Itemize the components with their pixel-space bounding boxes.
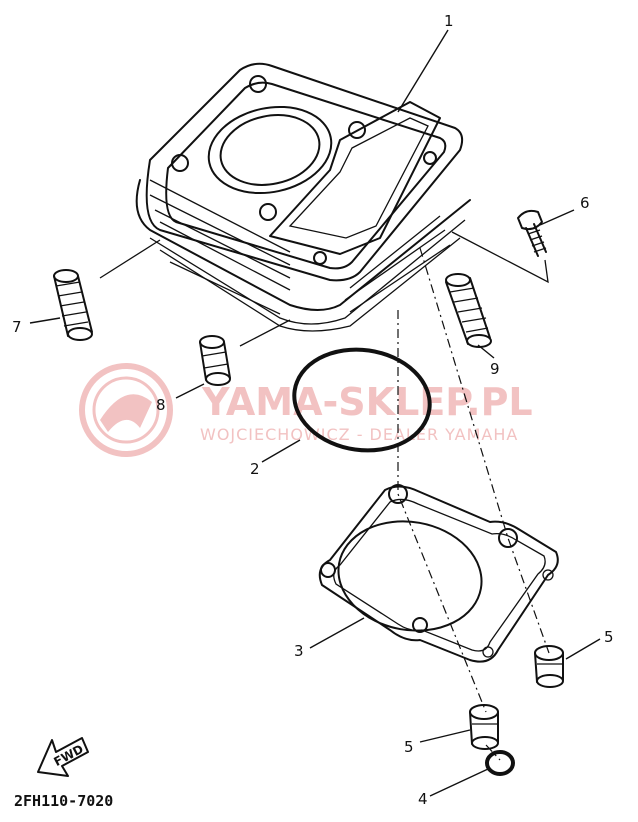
watermark: YAMA-SKLEP.PL WOJCIECHOWICZ - DEALER YAM… (79, 363, 533, 457)
dowel-5-bottom-part (469, 704, 499, 750)
callout-5-right: 5 (604, 628, 614, 646)
cylinder-block-part (135, 62, 471, 332)
dowel-5-right-part (534, 645, 564, 688)
leader-lines (29, 29, 601, 797)
assembly-lines (99, 231, 550, 761)
callout-9: 9 (490, 360, 500, 378)
callout-7: 7 (12, 318, 22, 336)
callout-5-bottom: 5 (404, 738, 414, 756)
o-ring-part (292, 347, 432, 453)
dowel-pin-8-part (199, 335, 231, 386)
fwd-arrow-icon: FWD (37, 737, 89, 777)
callout-3: 3 (294, 642, 304, 660)
callout-2: 2 (250, 460, 260, 478)
callout-8: 8 (156, 396, 166, 414)
watermark-subtitle: WOJCIECHOWICZ - DEALER YAMAHA (200, 425, 518, 444)
small-o-ring-part (485, 750, 515, 776)
dowel-pin-7-part (53, 269, 93, 341)
watermark-title: YAMA-SKLEP.PL (201, 380, 533, 424)
dowel-pin-9-part (445, 273, 492, 348)
callout-6: 6 (580, 194, 590, 212)
screw-part (517, 209, 547, 257)
callout-1: 1 (444, 12, 454, 30)
callouts: 1 2 3 4 5 5 6 7 8 9 (12, 12, 614, 808)
callout-4: 4 (418, 790, 428, 808)
watermark-logo-icon (79, 363, 173, 457)
diagram-code: 2FH110-7020 (14, 792, 113, 810)
cylinder-gasket-part (318, 484, 559, 663)
